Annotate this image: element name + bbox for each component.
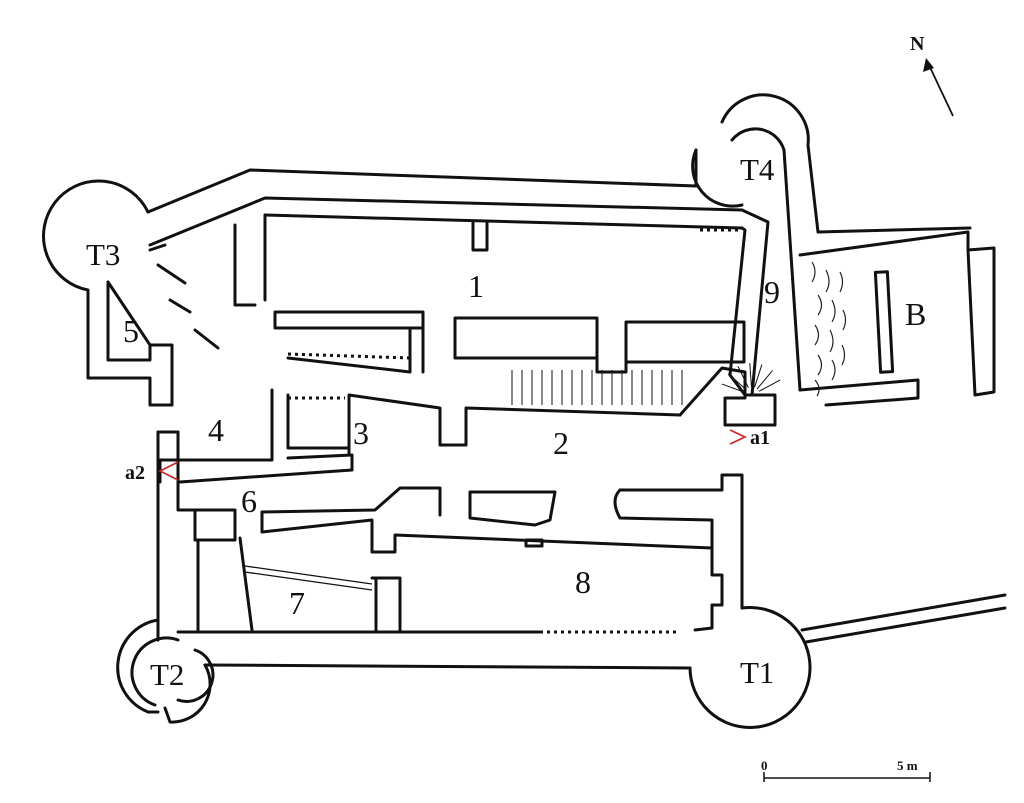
- room-label-5: 5: [123, 313, 139, 349]
- south-wing-walls: [193, 473, 744, 670]
- room-label-2: 2: [553, 425, 569, 461]
- tower-t1: [688, 593, 1007, 729]
- tower-label-t3: T3: [86, 237, 120, 272]
- tower-label-t2: T2: [150, 657, 184, 692]
- annex-label-b: B: [905, 296, 926, 332]
- room-label-9: 9: [764, 274, 780, 310]
- room-label-6: 6: [241, 483, 257, 519]
- entrance-label-a2: a2: [125, 462, 145, 484]
- tower-t3: [42, 179, 220, 407]
- north-label: N: [910, 33, 925, 55]
- tower-label-t4: T4: [740, 152, 775, 187]
- tower-label-t1: T1: [740, 655, 774, 690]
- scale-end-label: 5 m: [897, 758, 918, 773]
- stair-landing: [678, 366, 777, 427]
- room-label-8: 8: [575, 564, 591, 600]
- scale-bar: 0 5 m: [761, 758, 931, 782]
- room-9-walls: [728, 373, 747, 397]
- stair-winder-tread: [756, 370, 773, 390]
- room-label-4: 4: [208, 412, 224, 448]
- stair-winder-tread: [753, 364, 763, 388]
- stair-winder-tread: [749, 363, 752, 388]
- room-1-walls: [233, 213, 746, 374]
- room-label-1: 1: [468, 268, 484, 304]
- rooms-2-3-4-walls: [156, 388, 682, 642]
- room-label-7: 7: [289, 585, 305, 621]
- rubble-hatching: [811, 261, 847, 397]
- north-curtain-wall: [146, 148, 744, 247]
- entrance-marker-a2: [158, 461, 179, 481]
- scale-start-label: 0: [761, 758, 768, 773]
- room-labels: 1 2 3 4 5 6 7 8 9 T1 T2 T3 T4 B a1 a2: [86, 152, 926, 692]
- entrance-marker-a1: [729, 429, 747, 445]
- stair-winder-tread: [758, 379, 781, 392]
- tower-t2: [116, 618, 215, 724]
- entrance-label-a1: a1: [750, 427, 770, 449]
- room-label-3: 3: [353, 415, 369, 451]
- annex-b: [798, 226, 996, 407]
- stair-winder-tread: [737, 366, 749, 389]
- north-arrow: N: [910, 33, 954, 117]
- tower-t4: [691, 93, 820, 397]
